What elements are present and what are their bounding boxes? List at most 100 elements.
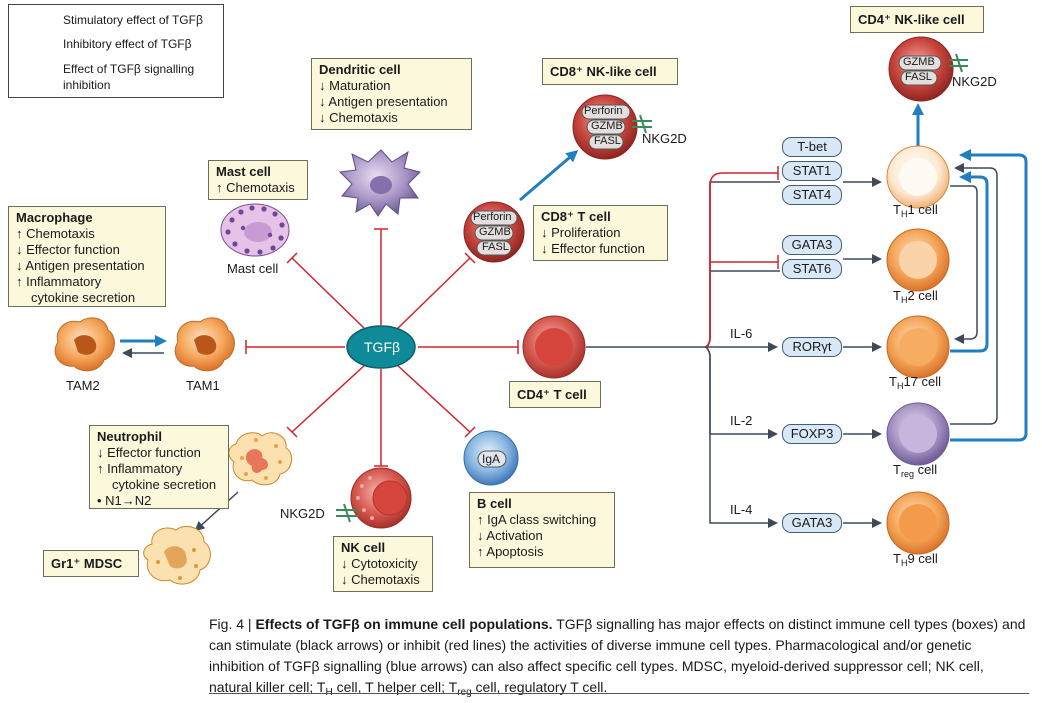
th17-label: TH17 cell [889,374,942,391]
tgfb-node [346,325,416,369]
legend-inhibitory: Inhibitory effect of TGFβ [63,37,192,51]
nk-cell [336,467,412,529]
th2-cell [886,228,950,292]
mast-cell [220,203,290,257]
th1-cell [886,145,950,209]
macrophage-box: Macrophage ↑ Chemotaxis ↓ Effector funct… [8,206,166,307]
tam1-cell [174,317,235,372]
cd8nk-fasl: FASL [594,135,621,147]
caption-text-1: TGFβ signalling has major effects on dis… [209,616,1026,695]
macrophage-title: Macrophage [16,210,93,225]
mast-box: Mast cell ↑ Chemotaxis [208,160,308,200]
cd8-fasl: FASL [482,241,509,253]
cd4nk-receptor: NKG2D [952,74,997,89]
mdsc-cell [143,526,211,585]
macrophage-effect-3: ↓ Antigen presentation [16,258,145,273]
nk-effect-2: ↓ Chemotaxis [341,572,420,587]
dendritic-box: Dendritic cell ↓ Maturation ↓ Antigen pr… [311,58,472,130]
figure-caption: Fig. 4 | Effects of TGFβ on immune cell … [209,614,1029,703]
cd4nk-fasl: FASL [905,71,932,83]
th1-label: TH1 cell [893,202,938,219]
inhibitory-spokes [245,228,519,467]
b-cell-box: B cell ↑ IgA class switching ↓ Activatio… [469,492,615,568]
cd8-gzmb: GZMB [479,226,511,238]
dendritic-effect-3: ↓ Chemotaxis [319,110,398,125]
cd4-t-cell [522,315,586,379]
mdsc-box: Gr1⁺ MDSC [43,550,139,577]
neutrophil-title: Neutrophil [97,429,162,444]
cytokine-il2: IL-2 [730,413,753,428]
caption-reg-sub: reg [457,687,471,698]
tam2-cell [54,317,115,372]
nk-title: NK cell [341,540,386,555]
nk-box: NK cell ↓ Cytotoxicity ↓ Chemotaxis [333,536,433,592]
dendritic-effect-2: ↓ Antigen presentation [319,94,448,109]
dendritic-effect-1: ↓ Maturation [319,78,391,93]
macrophage-effect-2: ↓ Effector function [16,242,120,257]
blockade-arrows [912,103,1028,442]
iga-pill [477,450,507,468]
neutrophil-effect-2: ↑ Inflammatory [97,461,183,476]
cd8nk-gzmb: GZMB [591,120,623,132]
legend-blockade-1: Effect of TGFβ signalling [63,62,195,76]
macrophage-effect-1: ↑ Chemotaxis [16,226,95,241]
cd4-nk-like-box: CD4⁺ NK-like cell [850,6,984,33]
caption-text-2: cell, T helper cell; T [332,679,458,695]
mast-effect-1: ↑ Chemotaxis [216,180,295,195]
dendritic-cell [338,149,421,217]
tf-stat6: STAT6 [782,259,842,279]
th9-label: TH9 cell [893,551,938,568]
cd8nk-receptor: NKG2D [642,131,687,146]
nk-effect-1: ↓ Cytotoxicity [341,556,418,571]
cd4nk-gzmb: GZMB [903,56,935,68]
caption-th-sub: H [325,687,332,698]
cd8nk-perforin: Perforin [584,105,623,117]
tf-rorgt: RORγt [782,337,842,357]
treg-cell [886,402,950,466]
cd8-perforin: Perforin [473,211,512,223]
cd8-box: CD8⁺ T cell ↓ Proliferation ↓ Effector f… [533,205,668,261]
mast-title: Mast cell [216,164,271,179]
granule-pills [470,55,942,256]
neutrophil-effect-3: cytokine secretion [112,477,217,492]
treg-label: Treg cell [893,462,938,479]
tf-stat1: STAT1 [782,161,842,181]
legend-stimulatory: Stimulatory effect of TGFβ [63,13,203,27]
tf-foxp3: FOXP3 [782,424,842,444]
inhibitory-transcription [705,166,779,348]
tf-gata3-th9: GATA3 [782,513,842,533]
th9-cell [886,491,950,555]
tf-tbet: T-bet [782,137,842,157]
neutrophil-effect-4: • N1→N2 [97,493,152,508]
caption-text-3: cell, regulatory T cell. [471,679,608,695]
caption-fig: Fig. 4 | [209,616,256,632]
neutrophil-box: Neutrophil ↓ Effector function ↑ Inflamm… [89,425,229,509]
cytokine-il4: IL-4 [730,502,753,517]
tam1-label: TAM1 [186,378,220,393]
b-cell-effect-2: ↓ Activation [477,528,543,543]
dendritic-title: Dendritic cell [319,62,401,77]
macrophage-effect-4: ↑ Inflammatory [16,274,102,289]
caption-heading: Effects of TGFβ on immune cell populatio… [255,616,553,632]
tf-gata3-th2: GATA3 [782,235,842,255]
th17-cell [886,315,950,379]
caption-rule [209,693,1029,694]
b-cell-effect-1: ↑ IgA class switching [477,512,597,527]
cd8-effect-2: ↓ Effector function [541,241,645,256]
cd8-nk-like-box: CD8⁺ NK-like cell [542,58,678,85]
b-cell-title: B cell [477,496,512,511]
neutrophil-effect-1: ↓ Effector function [97,445,201,460]
cd8-title: CD8⁺ T cell [541,209,611,224]
nk-receptor-label: NKG2D [280,506,325,521]
tgfb-label: TGFβ [364,339,401,355]
tf-stat4: STAT4 [782,185,842,205]
legend: Stimulatory effect of TGFβ Inhibitory ef… [8,4,224,98]
mast-cell-label: Mast cell [227,261,279,276]
legend-blockade-2: inhibition [63,78,111,92]
neutrophil-cell [228,432,293,486]
th2-label: TH2 cell [893,288,938,305]
tam2-label: TAM2 [66,378,100,393]
b-cell-effect-3: ↑ Apoptosis [477,544,544,559]
iga-label: IgA [482,452,501,466]
